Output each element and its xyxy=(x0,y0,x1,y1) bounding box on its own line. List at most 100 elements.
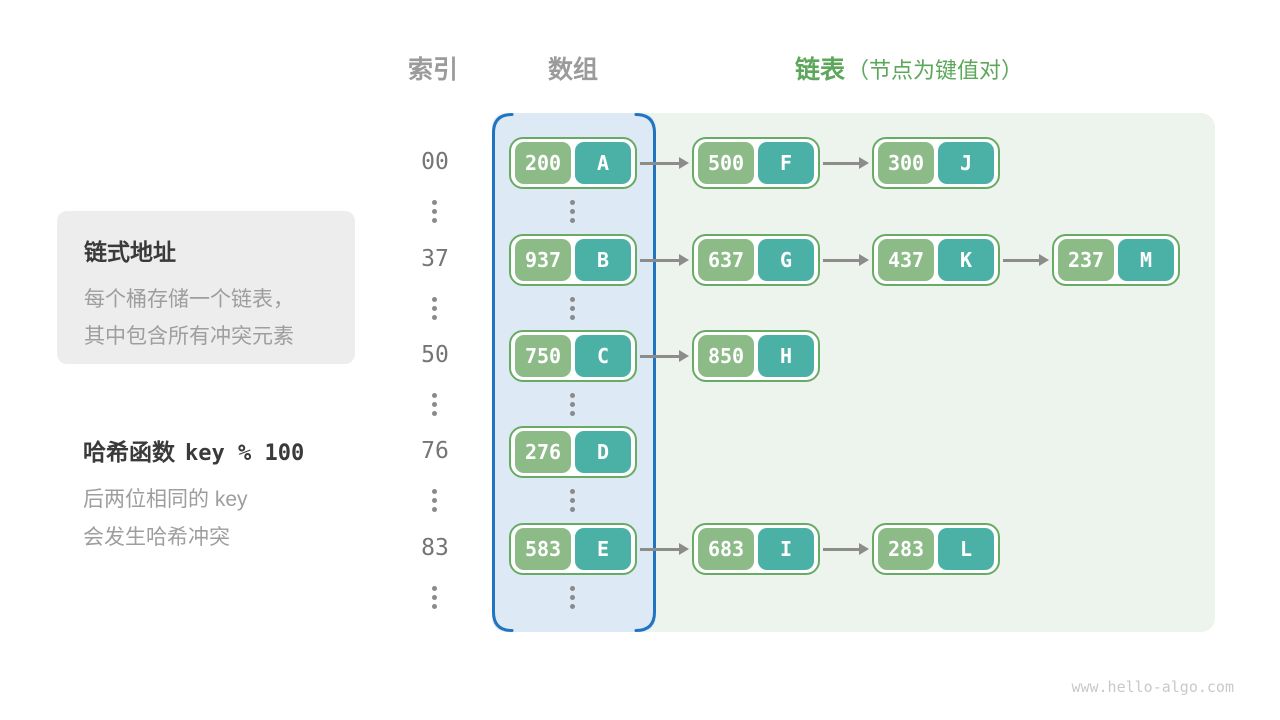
array-bracket-borders xyxy=(492,113,656,632)
arrow-head xyxy=(859,254,869,266)
chaining-info-box: 链式地址 每个桶存储一个链表， 其中包含所有冲突元素 xyxy=(57,211,355,364)
ellipsis-dot xyxy=(570,200,575,205)
node-key-cell: 300 xyxy=(878,142,934,184)
vertical-ellipsis xyxy=(432,200,437,223)
hash-note-line-1: 后两位相同的 key xyxy=(83,488,248,511)
ellipsis-dot xyxy=(432,595,437,600)
hash-function-label: 哈希函数 xyxy=(83,439,175,465)
ellipsis-dot xyxy=(432,489,437,494)
arrow-line xyxy=(823,161,859,165)
ellipsis-dot xyxy=(432,200,437,205)
ellipsis-dot xyxy=(432,586,437,591)
hash-function-formula: key % 100 xyxy=(185,441,305,466)
header-linked-list-note: （节点为键值对） xyxy=(847,58,1024,83)
pointer-arrow xyxy=(1003,254,1049,266)
ellipsis-dot xyxy=(570,595,575,600)
hash-function-title: 哈希函数 key % 100 xyxy=(83,433,383,467)
ellipsis-dot xyxy=(432,393,437,398)
node-key-cell: 276 xyxy=(515,431,571,473)
header-array: 数组 xyxy=(547,56,598,84)
node-value-cell: F xyxy=(758,142,814,184)
ellipsis-dot xyxy=(432,218,437,223)
node-key-cell: 850 xyxy=(698,335,754,377)
index-label: 37 xyxy=(421,246,449,272)
node-key-cell: 750 xyxy=(515,335,571,377)
ellipsis-dot xyxy=(432,306,437,311)
node-value-cell: H xyxy=(758,335,814,377)
node-value-cell: B xyxy=(575,239,631,281)
arrow-line xyxy=(823,258,859,262)
ellipsis-dot xyxy=(432,209,437,214)
node-value-cell: E xyxy=(575,528,631,570)
ellipsis-dot xyxy=(570,218,575,223)
hash-function-note: 哈希函数 key % 100 后两位相同的 key 会发生哈希冲突 xyxy=(83,433,383,557)
pointer-arrow xyxy=(823,254,869,266)
vertical-ellipsis xyxy=(570,297,575,320)
index-label: 50 xyxy=(421,342,449,368)
index-label: 00 xyxy=(421,149,449,175)
arrow-line xyxy=(640,354,679,358)
ellipsis-dot xyxy=(570,507,575,512)
vertical-ellipsis xyxy=(432,586,437,609)
node-key-cell: 237 xyxy=(1058,239,1114,281)
vertical-ellipsis xyxy=(570,200,575,223)
ellipsis-dot xyxy=(570,315,575,320)
node-value-cell: M xyxy=(1118,239,1174,281)
vertical-ellipsis xyxy=(570,489,575,512)
pointer-arrow xyxy=(640,157,689,169)
node-value-cell: G xyxy=(758,239,814,281)
info-box-line-2: 其中包含所有冲突元素 xyxy=(84,325,294,348)
ellipsis-dot xyxy=(432,498,437,503)
vertical-ellipsis xyxy=(570,586,575,609)
node-value-cell: C xyxy=(575,335,631,377)
node-value-cell: K xyxy=(938,239,994,281)
arrow-line xyxy=(640,161,679,165)
ellipsis-dot xyxy=(570,209,575,214)
index-label: 76 xyxy=(421,438,449,464)
vertical-ellipsis xyxy=(432,489,437,512)
ellipsis-dot xyxy=(570,402,575,407)
hash-note-line-2: 会发生哈希冲突 xyxy=(83,526,230,549)
node-key-cell: 200 xyxy=(515,142,571,184)
ellipsis-dot xyxy=(570,498,575,503)
vertical-ellipsis xyxy=(432,297,437,320)
node-key-cell: 437 xyxy=(878,239,934,281)
node-value-cell: I xyxy=(758,528,814,570)
pointer-arrow xyxy=(823,543,869,555)
node-value-cell: A xyxy=(575,142,631,184)
info-box-title: 链式地址 xyxy=(84,239,176,265)
vertical-ellipsis xyxy=(432,393,437,416)
arrow-head xyxy=(679,543,689,555)
node-key-cell: 937 xyxy=(515,239,571,281)
ellipsis-dot xyxy=(432,402,437,407)
vertical-ellipsis xyxy=(570,393,575,416)
arrow-line xyxy=(1003,258,1039,262)
arrow-head xyxy=(859,543,869,555)
header-linked-list: 链表（节点为键值对） xyxy=(795,54,1023,86)
arrow-line xyxy=(823,547,859,551)
arrow-line xyxy=(640,547,679,551)
node-key-cell: 500 xyxy=(698,142,754,184)
pointer-arrow xyxy=(640,254,689,266)
node-value-cell: D xyxy=(575,431,631,473)
pointer-arrow xyxy=(640,350,689,362)
ellipsis-dot xyxy=(432,604,437,609)
index-label: 83 xyxy=(421,535,449,561)
node-value-cell: L xyxy=(938,528,994,570)
ellipsis-dot xyxy=(432,297,437,302)
arrow-line xyxy=(640,258,679,262)
info-box-line-1: 每个桶存储一个链表， xyxy=(84,288,294,311)
ellipsis-dot xyxy=(570,489,575,494)
node-key-cell: 283 xyxy=(878,528,934,570)
